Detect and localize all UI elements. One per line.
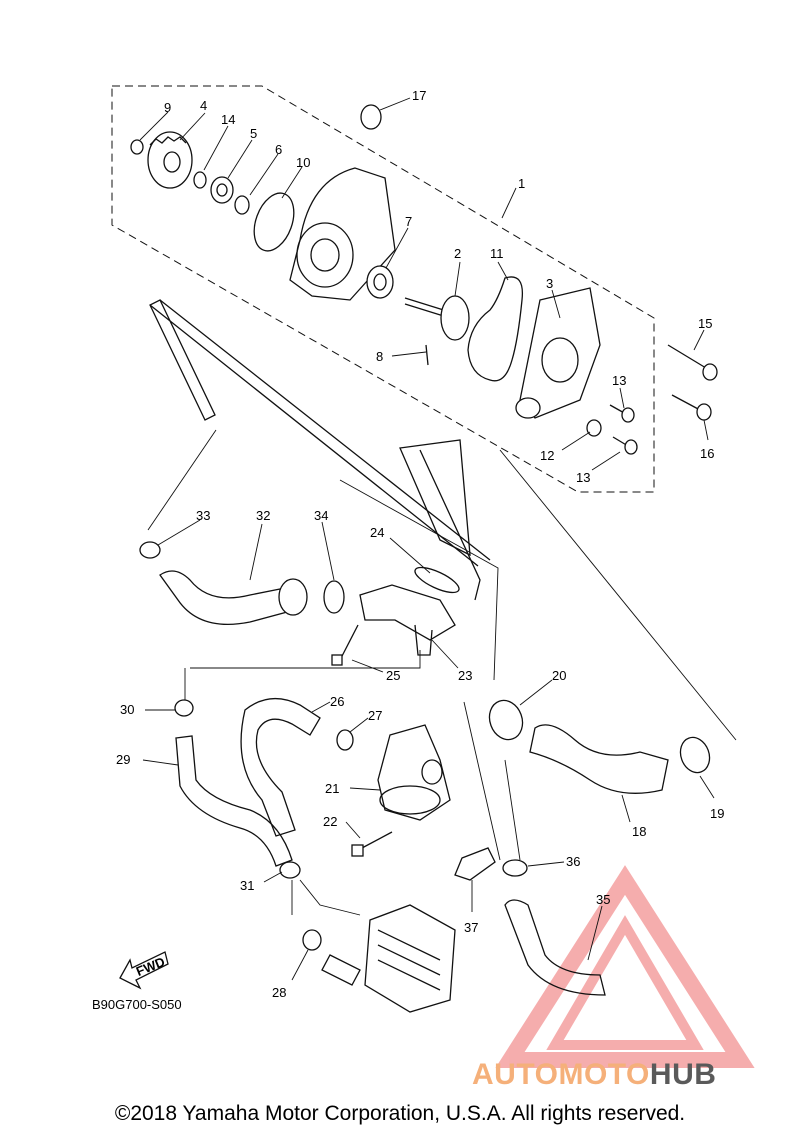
part-oring-24 xyxy=(414,566,460,594)
part-seal-6 xyxy=(234,195,250,215)
part-bolt-15 xyxy=(667,344,718,381)
callout-18: 18 xyxy=(632,824,646,839)
callout-labels: 1 2 3 4 5 6 7 8 9 10 11 12 13 13 14 15 1 xyxy=(116,88,724,1000)
callout-16: 16 xyxy=(700,446,714,461)
part-clamp-28 xyxy=(302,929,322,951)
part-bolt-13a xyxy=(609,404,635,423)
callout-30: 30 xyxy=(120,702,134,717)
callout-19: 19 xyxy=(710,806,724,821)
callout-11: 11 xyxy=(490,246,504,261)
part-bolt-22 xyxy=(351,831,393,857)
part-hose-26 xyxy=(240,698,321,837)
part-clamp-31 xyxy=(279,861,301,879)
callout-4: 4 xyxy=(200,98,207,113)
part-clamp-33 xyxy=(139,541,161,559)
part-clamp-20 xyxy=(488,699,524,741)
watermark-logo xyxy=(495,865,755,1068)
part-clamp-34 xyxy=(323,580,345,614)
callout-32: 32 xyxy=(256,508,270,523)
part-hose-18 xyxy=(529,724,669,794)
callout-34: 34 xyxy=(314,508,328,523)
callout-20: 20 xyxy=(552,668,566,683)
hose-32-end xyxy=(278,578,308,616)
callout-37: 37 xyxy=(464,920,478,935)
callout-33: 33 xyxy=(196,508,210,523)
callout-26: 26 xyxy=(330,694,344,709)
part-clamp-27 xyxy=(336,729,354,751)
callout-29: 29 xyxy=(116,752,130,767)
part-bolt-13b xyxy=(612,436,638,455)
part-washer-12 xyxy=(586,419,602,437)
part-circlip xyxy=(130,139,144,155)
callout-6: 6 xyxy=(275,142,282,157)
callout-17: 17 xyxy=(412,88,426,103)
callout-10: 10 xyxy=(296,155,310,170)
callout-12: 12 xyxy=(540,448,554,463)
part-gasket-11 xyxy=(467,276,524,382)
part-fitting-23 xyxy=(359,584,456,656)
callout-21: 21 xyxy=(325,781,339,796)
callout-5: 5 xyxy=(250,126,257,141)
callout-22: 22 xyxy=(323,814,337,829)
part-pump-cover xyxy=(515,287,601,419)
part-clamp-36 xyxy=(502,859,528,877)
part-oring-10 xyxy=(253,192,295,252)
callout-3: 3 xyxy=(546,276,553,291)
part-clamp-19 xyxy=(679,736,711,774)
part-hose-29 xyxy=(175,735,293,867)
part-seal-7 xyxy=(366,265,394,299)
part-hose-32 xyxy=(159,570,303,625)
assembly-outline xyxy=(111,85,655,493)
part-pin-8 xyxy=(425,344,429,366)
part-clamp-30 xyxy=(174,699,194,717)
callout-27: 27 xyxy=(368,708,382,723)
part-washer-14 xyxy=(193,171,207,189)
callout-23: 23 xyxy=(458,668,472,683)
callout-9: 9 xyxy=(164,100,171,115)
watermark-text: AUTOMOTOHUB xyxy=(472,1058,716,1092)
callout-35: 35 xyxy=(596,892,610,907)
fwd-label: FWD xyxy=(134,954,167,979)
callout-2: 2 xyxy=(454,246,461,261)
part-oring-17 xyxy=(360,104,382,130)
part-bolt-25 xyxy=(331,624,359,666)
callout-31: 31 xyxy=(240,878,254,893)
part-bolt-16 xyxy=(671,394,712,421)
callout-13a: 13 xyxy=(612,373,626,388)
part-pump-housing xyxy=(289,167,396,301)
copyright-notice: ©2018 Yamaha Motor Corporation, U.S.A. A… xyxy=(114,1102,686,1125)
radiator-outline xyxy=(149,299,491,601)
part-hose-35 xyxy=(504,899,606,996)
fwd-arrow-icon: FWD xyxy=(119,951,169,990)
part-impeller-shaft xyxy=(404,295,470,341)
callout-25: 25 xyxy=(386,668,400,683)
callout-7: 7 xyxy=(405,214,412,229)
callout-8: 8 xyxy=(376,349,383,364)
part-gear xyxy=(147,131,193,189)
callout-13b: 13 xyxy=(576,470,590,485)
callout-28: 28 xyxy=(272,985,286,1000)
callout-1: 1 xyxy=(518,176,525,191)
watermark-part1: AUTOMOTO xyxy=(472,1058,650,1091)
part-bracket-37 xyxy=(454,847,496,881)
callout-14: 14 xyxy=(221,112,235,127)
callout-15: 15 xyxy=(698,316,712,331)
part-thermostat-21 xyxy=(377,724,451,821)
callout-36: 36 xyxy=(566,854,580,869)
watermark-part2: HUB xyxy=(649,1058,717,1091)
leader-lines xyxy=(147,429,737,916)
diagram-code: B90G700-S050 xyxy=(92,997,182,1012)
part-oil-cooler xyxy=(321,904,456,1013)
callout-24: 24 xyxy=(370,525,384,540)
part-bearing-5 xyxy=(210,176,234,204)
